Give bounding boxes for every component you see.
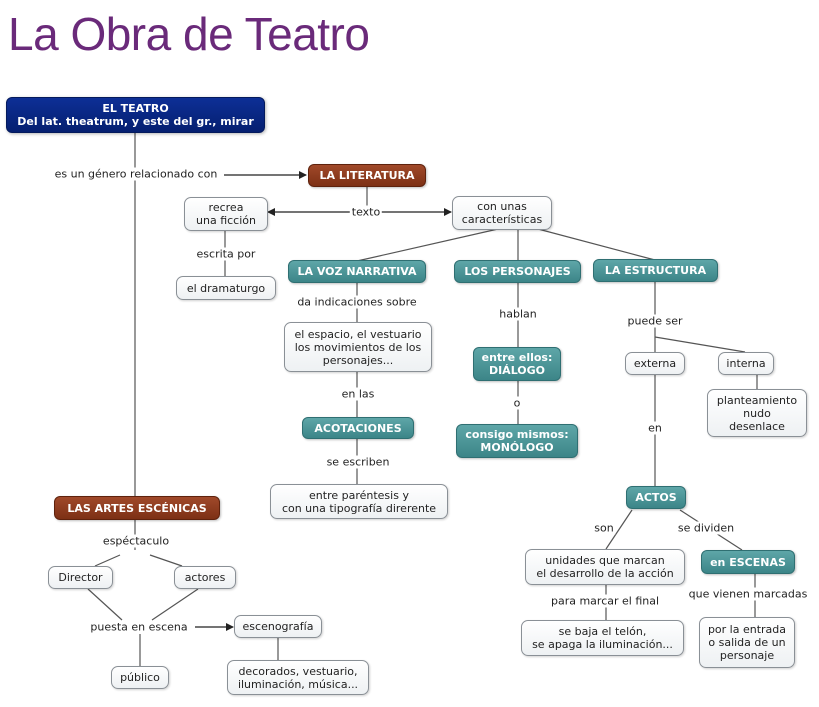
- node-entre-parentesis: entre paréntesis y con una tipografía di…: [270, 484, 448, 519]
- label-o: o: [511, 396, 523, 410]
- node-interna: interna: [718, 352, 774, 375]
- label-para-marcar: para marcar el final: [548, 594, 662, 608]
- label-espectaculo: espéctaculo: [100, 534, 172, 548]
- node-actos: ACTOS: [626, 486, 686, 509]
- page-title: La Obra de Teatro: [8, 8, 370, 60]
- label-da-indicaciones: da indicaciones sobre: [295, 295, 419, 309]
- node-la-voz-narrativa: LA VOZ NARRATIVA: [288, 260, 426, 283]
- node-publico: público: [111, 666, 169, 689]
- node-el-dramaturgo: el dramaturgo: [176, 276, 276, 300]
- node-externa: externa: [625, 352, 685, 375]
- label-vienen-marcadas: que vienen marcadas: [686, 587, 810, 601]
- label-puesta-en-escena: puesta en escena: [88, 620, 190, 634]
- node-recrea-ficcion: recrea una ficción: [184, 197, 268, 231]
- label-se-dividen: se dividen: [675, 521, 737, 535]
- node-monologo: consigo mismos: MONÓLOGO: [456, 424, 578, 458]
- label-genero: es un género relacionado con: [52, 167, 220, 181]
- node-caracteristicas: con unas características: [452, 196, 552, 230]
- node-la-literatura: LA LITERATURA: [308, 164, 426, 187]
- label-son: son: [592, 521, 616, 535]
- label-escrita-por: escrita por: [194, 247, 258, 261]
- node-actores: actores: [174, 566, 236, 589]
- node-entrada-salida: por la entrada o salida de un personaje: [699, 617, 795, 668]
- node-planteamiento: planteamiento nudo desenlace: [707, 389, 807, 437]
- label-puede-ser: puede ser: [625, 314, 685, 328]
- node-acotaciones: ACOTACIONES: [302, 417, 414, 439]
- label-en-las: en las: [339, 387, 377, 401]
- node-decorados: decorados, vestuario, iluminación, músic…: [227, 660, 369, 695]
- label-se-escriben: se escriben: [324, 455, 392, 469]
- node-dialogo: entre ellos: DIÁLOGO: [473, 347, 561, 381]
- node-la-estructura: LA ESTRUCTURA: [593, 259, 718, 282]
- node-el-teatro: EL TEATRO Del lat. theatrum, y este del …: [6, 97, 265, 133]
- node-escenografia: escenografía: [234, 615, 322, 638]
- node-en-escenas: en ESCENAS: [701, 550, 795, 574]
- node-los-personajes: LOS PERSONAJES: [454, 260, 581, 283]
- node-director: Director: [48, 566, 113, 589]
- node-las-artes-escenicas: LAS ARTES ESCÉNICAS: [54, 496, 220, 520]
- label-en: en: [646, 421, 664, 435]
- node-unidades: unidades que marcan el desarrollo de la …: [525, 549, 685, 585]
- label-hablan: hablan: [497, 307, 539, 321]
- label-texto: texto: [349, 205, 383, 219]
- node-espacio-vestuario: el espacio, el vestuario los movimientos…: [284, 322, 432, 372]
- node-telon: se baja el telón, se apaga la iluminació…: [521, 620, 684, 656]
